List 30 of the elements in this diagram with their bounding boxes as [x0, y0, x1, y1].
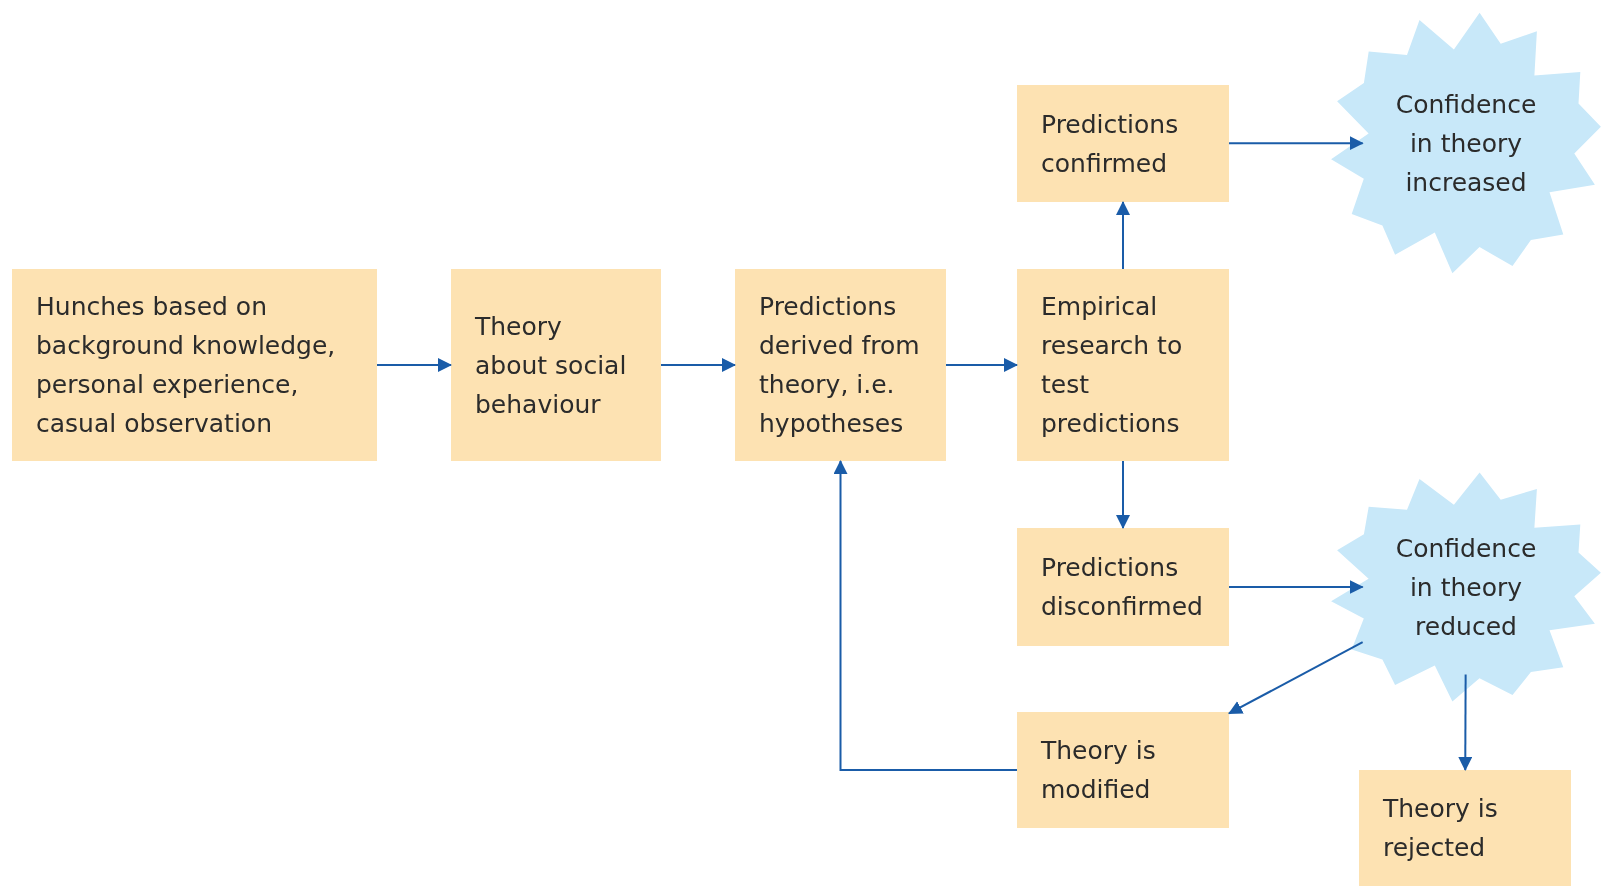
process-box [1017, 269, 1229, 461]
box-text: Predictions disconfirmed [1041, 552, 1204, 623]
arrow [833, 460, 1018, 771]
arrow [376, 358, 452, 372]
box-text: Confidence in theory increased [1394, 88, 1538, 199]
box-text: Empirical research to test predictions [1041, 291, 1184, 440]
starburst-shape [1330, 12, 1602, 274]
box-text: Theory is rejected [1383, 793, 1499, 864]
process-box [451, 269, 661, 461]
arrow [1228, 580, 1364, 594]
box-text: Confidence in theory reduced [1394, 532, 1538, 643]
box-text: Theory is modified [1041, 735, 1157, 806]
starburst-shape [1330, 472, 1602, 702]
process-box [735, 269, 946, 461]
box-text: Predictions confirmed [1041, 108, 1180, 180]
arrow [1116, 201, 1130, 270]
arrow [1228, 641, 1364, 715]
box-text: Theory about social behaviour [475, 310, 628, 421]
arrow [1458, 673, 1473, 771]
arrow [1116, 460, 1130, 529]
process-box [1017, 712, 1229, 828]
arrow [945, 358, 1018, 372]
process-box [1017, 85, 1229, 202]
box-text: Predictions derived from theory, i.e. hypotheses [759, 291, 921, 440]
process-box [1017, 528, 1229, 646]
process-box [1359, 770, 1571, 886]
arrow [1228, 136, 1364, 151]
box-text: Hunches based on background knowledge, personal experience, casual observation [36, 291, 337, 440]
arrow [660, 358, 736, 372]
process-box [12, 269, 377, 461]
